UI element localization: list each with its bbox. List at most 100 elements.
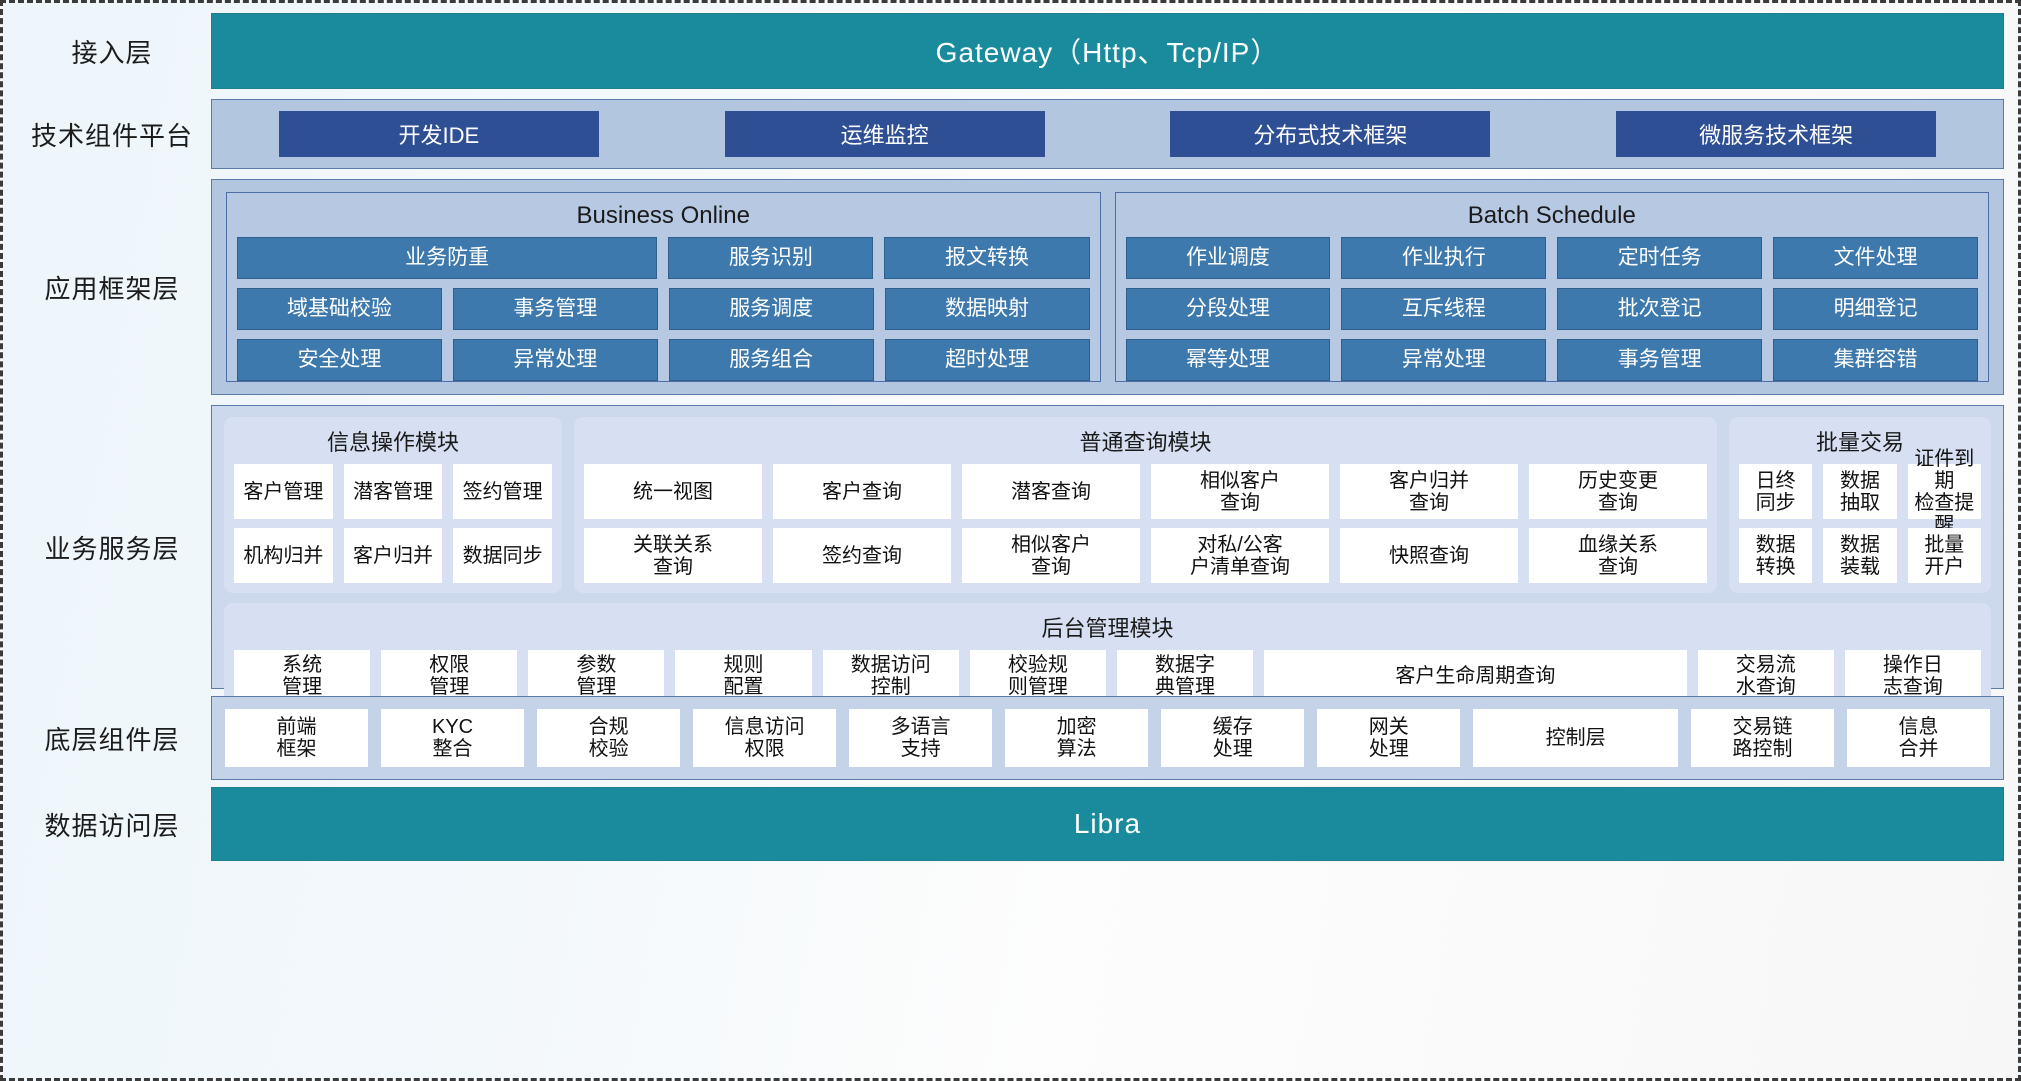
module-title-batch-transaction: 批量交易 [1815, 430, 1904, 455]
module-info-operations: 信息操作模块 客户管理 潜客管理 签约管理 机构归并 客户归并 数据同步 [224, 417, 562, 593]
bs-cell-timed-task[interactable]: 定时任务 [1557, 237, 1763, 279]
cell-compliance-check[interactable]: 合规校验 [537, 709, 681, 767]
cell-customer-lifecycle-query[interactable]: 客户生命周期查询 [1264, 650, 1687, 702]
bo-cell-service-compose[interactable]: 服务组合 [668, 339, 874, 381]
batch-row-1: 日终同步 数据抽取 证件到期检查提醒 [1739, 448, 1981, 536]
cell-similar-customer-query-1[interactable]: 相似客户查询 [1151, 464, 1329, 519]
cell-cache-processing[interactable]: 缓存处理 [1161, 709, 1305, 767]
bs-row-2: 分段处理 互斥线程 批次登记 明细登记 [1125, 288, 1978, 330]
cell-system-mgmt[interactable]: 系统管理 [234, 650, 371, 702]
bo-cell-domain-validate[interactable]: 域基础校验 [237, 288, 442, 330]
module-title-info-operations: 信息操作模块 [326, 430, 459, 455]
bs-cell-idempotent[interactable]: 幂等处理 [1125, 339, 1331, 381]
cell-multilanguage-support[interactable]: 多语言支持 [849, 709, 993, 767]
cell-batch-account-open[interactable]: 批量开户 [1907, 528, 1981, 583]
cell-customer-query[interactable]: 客户查询 [773, 464, 951, 519]
bs-cell-segment-process[interactable]: 分段处理 [1125, 288, 1331, 330]
business-service-panel: 信息操作模块 客户管理 潜客管理 签约管理 机构归并 客户归并 数据同步 [211, 405, 2004, 712]
module-backend-admin: 后台管理模块 系统管理 权限管理 参数管理 规则配置 数据访问控制 校验规则管理… [224, 603, 1991, 712]
cell-customer-merge[interactable]: 客户归并 [343, 528, 443, 583]
cell-contract-query[interactable]: 签约查询 [773, 528, 951, 583]
tech-chip-ide[interactable]: 开发IDE [278, 111, 599, 157]
admin-row-1: 系统管理 权限管理 参数管理 规则配置 数据访问控制 校验规则管理 数据字典管理… [234, 650, 1981, 702]
gateway-bar: Gateway（Http、Tcp/IP） [211, 13, 2004, 89]
cell-eod-sync[interactable]: 日终同步 [1739, 464, 1813, 519]
cell-data-access-control[interactable]: 数据访问控制 [822, 650, 959, 702]
cell-data-sync[interactable]: 数据同步 [453, 528, 553, 583]
cell-doc-expiry-reminder[interactable]: 证件到期检查提醒 [1907, 448, 1981, 536]
cell-data-extract[interactable]: 数据抽取 [1823, 464, 1897, 519]
cell-kinship-query[interactable]: 血缘关系查询 [1529, 528, 1707, 583]
bs-row-3: 幂等处理 异常处理 事务管理 集群容错 [1125, 339, 1978, 381]
cell-control-layer[interactable]: 控制层 [1473, 709, 1678, 767]
bs-cell-exception[interactable]: 异常处理 [1341, 339, 1547, 381]
layer-label-access: 接入层 [71, 37, 153, 68]
cell-personal-corporate-list-query[interactable]: 对私/公客户清单查询 [1151, 528, 1329, 583]
cell-org-merge[interactable]: 机构归并 [234, 528, 333, 583]
layer-tech-platform: 技术组件平台 开发IDE 运维监控 分布式技术框架 微服务技术框架 [13, 99, 2004, 169]
layer-business-service: 业务服务层 信息操作模块 客户管理 潜客管理 签约管理 [13, 405, 2004, 712]
cell-info-access-permission[interactable]: 信息访问权限 [693, 709, 837, 767]
bo-cell-data-mapping[interactable]: 数据映射 [884, 288, 1090, 330]
cell-parameter-mgmt[interactable]: 参数管理 [528, 650, 665, 702]
bo-cell-service-schedule[interactable]: 服务调度 [668, 288, 874, 330]
query-row-2: 关联关系查询 签约查询 相似客户查询 对私/公客户清单查询 快照查询 血缘关系查… [584, 528, 1707, 583]
cell-similar-customer-query-2[interactable]: 相似客户查询 [962, 528, 1140, 583]
batch-row-2: 数据转换 数据装载 批量开户 [1739, 528, 1981, 583]
cell-unified-view[interactable]: 统一视图 [584, 464, 762, 519]
tech-chip-microservice-framework[interactable]: 微服务技术框架 [1616, 111, 1937, 157]
bo-cell-security[interactable]: 安全处理 [237, 339, 442, 381]
info-ops-row-2: 机构归并 客户归并 数据同步 [234, 528, 553, 583]
cell-customer-merge-query[interactable]: 客户归并查询 [1340, 464, 1518, 519]
cell-operation-log-query[interactable]: 操作日志查询 [1844, 650, 1981, 702]
libra-bar: Libra [211, 787, 2004, 861]
bs-cell-job-schedule[interactable]: 作业调度 [1125, 237, 1331, 279]
bo-cell-service-identify[interactable]: 服务识别 [668, 237, 874, 279]
cell-permission-mgmt[interactable]: 权限管理 [381, 650, 518, 702]
cell-data-transform[interactable]: 数据转换 [1739, 528, 1813, 583]
bs-cell-batch-register[interactable]: 批次登记 [1557, 288, 1763, 330]
bo-cell-timeout[interactable]: 超时处理 [884, 339, 1090, 381]
cell-relation-query[interactable]: 关联关系查询 [584, 528, 762, 583]
tech-chip-distributed-framework[interactable]: 分布式技术框架 [1170, 111, 1491, 157]
bs-cell-cluster-fault-tolerance[interactable]: 集群容错 [1773, 339, 1978, 381]
cell-history-change-query[interactable]: 历史变更查询 [1529, 464, 1707, 519]
cell-transaction-flow-query[interactable]: 交易流水查询 [1697, 650, 1834, 702]
cell-info-merge[interactable]: 信息合并 [1846, 709, 1990, 767]
group-title-business-online: Business Online [576, 202, 750, 229]
cell-transaction-link-control[interactable]: 交易链路控制 [1690, 709, 1834, 767]
cell-encryption-algorithm[interactable]: 加密算法 [1005, 709, 1149, 767]
bo-cell-dedup[interactable]: 业务防重 [237, 237, 658, 279]
layer-label-base-components: 底层组件层 [44, 724, 180, 755]
cell-validation-rule-mgmt[interactable]: 校验规则管理 [969, 650, 1106, 702]
cell-frontend-framework[interactable]: 前端框架 [225, 709, 369, 767]
tech-platform-panel: 开发IDE 运维监控 分布式技术框架 微服务技术框架 [211, 99, 2004, 169]
bs-cell-file-process[interactable]: 文件处理 [1773, 237, 1978, 279]
bs-cell-transaction-mgmt[interactable]: 事务管理 [1557, 339, 1763, 381]
layer-label-business-service: 业务服务层 [44, 533, 180, 564]
layer-app-framework: 应用框架层 Business Online 业务防重 服务识别 报文转换 域基础… [13, 179, 2004, 395]
cell-snapshot-query[interactable]: 快照查询 [1340, 528, 1518, 583]
layer-label-data-access: 数据访问层 [44, 810, 180, 841]
query-row-1: 统一视图 客户查询 潜客查询 相似客户查询 客户归并查询 历史变更查询 [584, 464, 1707, 519]
cell-data-load[interactable]: 数据装载 [1823, 528, 1897, 583]
bo-cell-exception[interactable]: 异常处理 [452, 339, 658, 381]
cell-customer-mgmt[interactable]: 客户管理 [234, 464, 333, 519]
cell-contract-mgmt[interactable]: 签约管理 [453, 464, 553, 519]
bo-cell-transaction-mgmt[interactable]: 事务管理 [452, 288, 658, 330]
module-title-common-query: 普通查询模块 [1079, 430, 1212, 455]
cell-rule-config[interactable]: 规则配置 [675, 650, 812, 702]
bo-cell-message-transform[interactable]: 报文转换 [884, 237, 1090, 279]
bs-cell-job-execute[interactable]: 作业执行 [1341, 237, 1547, 279]
tech-chip-ops-monitor[interactable]: 运维监控 [724, 111, 1045, 157]
cell-data-dictionary-mgmt[interactable]: 数据字典管理 [1116, 650, 1254, 702]
cell-gateway-processing[interactable]: 网关处理 [1317, 709, 1461, 767]
cell-prospect-mgmt[interactable]: 潜客管理 [343, 464, 443, 519]
bs-cell-mutex-thread[interactable]: 互斥线程 [1341, 288, 1547, 330]
layer-access: 接入层 Gateway（Http、Tcp/IP） [13, 13, 2004, 89]
bs-cell-detail-register[interactable]: 明细登记 [1773, 288, 1978, 330]
cell-prospect-query[interactable]: 潜客查询 [962, 464, 1140, 519]
